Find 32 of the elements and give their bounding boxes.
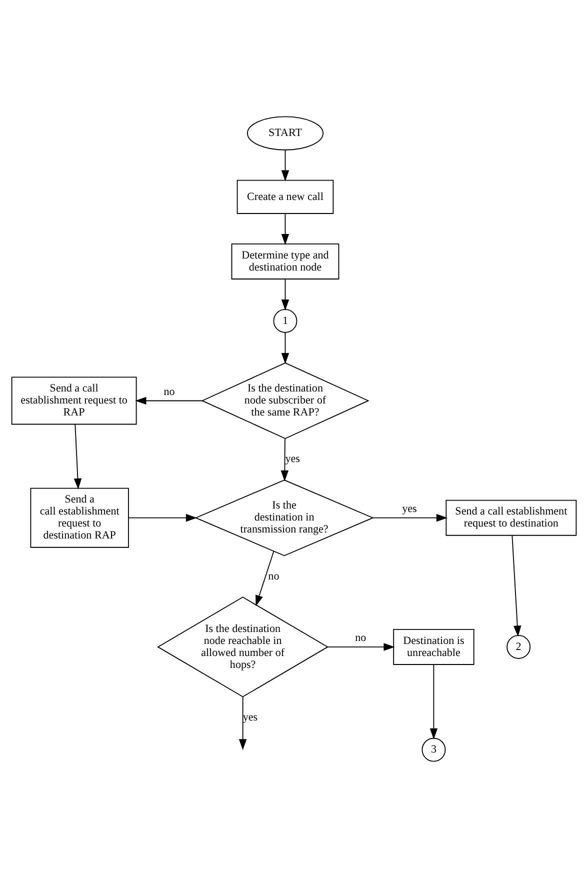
arrow [135, 396, 203, 405]
node-diamond: Is the destination node reachable in allowed number of hops? [157, 596, 329, 698]
node-ellipse: START [246, 116, 324, 150]
arrow [327, 643, 395, 651]
arrow [281, 278, 290, 311]
node-box: Determine type and destination node [231, 244, 340, 280]
edge-label: yes [402, 502, 417, 515]
node-diamond: Is the destination in transmission range? [194, 480, 374, 556]
node-box: Destination is unreachable [393, 628, 474, 665]
node-circle: 3 [422, 738, 446, 762]
arrow [74, 424, 82, 490]
arrow [128, 514, 197, 522]
node-box: Send a call establishment request to destination [446, 500, 577, 536]
node-diamond: Is the destination node subscriber of the same RAP? [201, 362, 370, 440]
arrow [281, 150, 290, 182]
arrow [372, 514, 448, 522]
edge-label: no [268, 570, 280, 582]
edge-label: yes [285, 453, 300, 466]
arrow [280, 438, 289, 482]
edge-label: no [355, 632, 366, 644]
arrow [281, 213, 290, 246]
edge-label: no [164, 386, 175, 398]
arrow [256, 550, 274, 606]
node-circle: 2 [506, 634, 531, 659]
arrow [430, 664, 438, 740]
node-box: Send a call establishment request to RAP [11, 376, 137, 425]
arrow [281, 332, 290, 364]
node-box: Send a call establishment request to destination RAP [30, 488, 129, 548]
node-circle: 1 [273, 308, 298, 333]
arrow [512, 534, 522, 637]
arrow [238, 696, 247, 750]
node-box: Create a new call [236, 180, 334, 214]
